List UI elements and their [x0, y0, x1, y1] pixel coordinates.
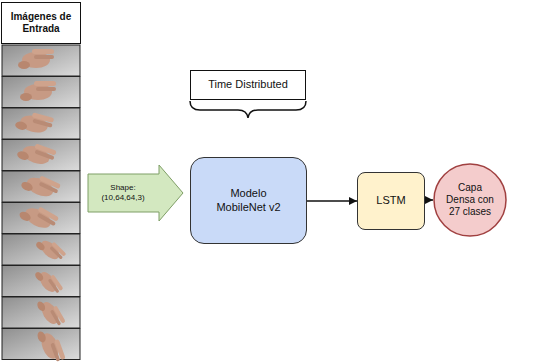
flow-arrow: [307, 200, 357, 202]
hand-image: [36, 295, 66, 330]
hand-image: [36, 326, 66, 362]
hand-image: [35, 234, 67, 266]
image-frame: [2, 140, 80, 171]
image-frame: [2, 45, 80, 76]
hand-image: [34, 265, 64, 298]
node-label: Capa Densa con 27 clases: [446, 182, 494, 218]
circle: [434, 164, 506, 236]
node-label: Imágenes de Entrada: [5, 11, 77, 35]
image-frame: [2, 234, 80, 265]
hand-image: [20, 81, 56, 101]
label-box: Time Distributed: [190, 70, 306, 100]
node-label: Shape: (10,64,64,3): [97, 183, 149, 202]
process-box: LSTM: [357, 172, 425, 230]
hand-image: [18, 199, 59, 234]
curly-bracket: [190, 101, 306, 118]
node-label: Modelo MobileNet v2: [207, 187, 291, 213]
node-label: LSTM: [376, 194, 405, 207]
shape-arrow: Shape: (10,64,64,3): [87, 164, 184, 222]
hand-image: [16, 139, 57, 170]
block-arrow: [88, 165, 183, 221]
node-label: Time Distributed: [208, 78, 288, 91]
output-circle: Capa Densa con 27 clases: [433, 163, 507, 237]
image-frame: [2, 297, 80, 328]
header-box: Imágenes de Entrada: [1, 2, 81, 44]
process-box: Modelo MobileNet v2: [190, 157, 307, 244]
hand-image: [14, 109, 54, 138]
image-frame: [2, 77, 80, 108]
image-frame: [2, 108, 80, 139]
hand-image: [20, 169, 61, 202]
flow-arrow: [425, 199, 433, 201]
input-frames: [2, 45, 80, 362]
hand-image: [18, 49, 54, 69]
